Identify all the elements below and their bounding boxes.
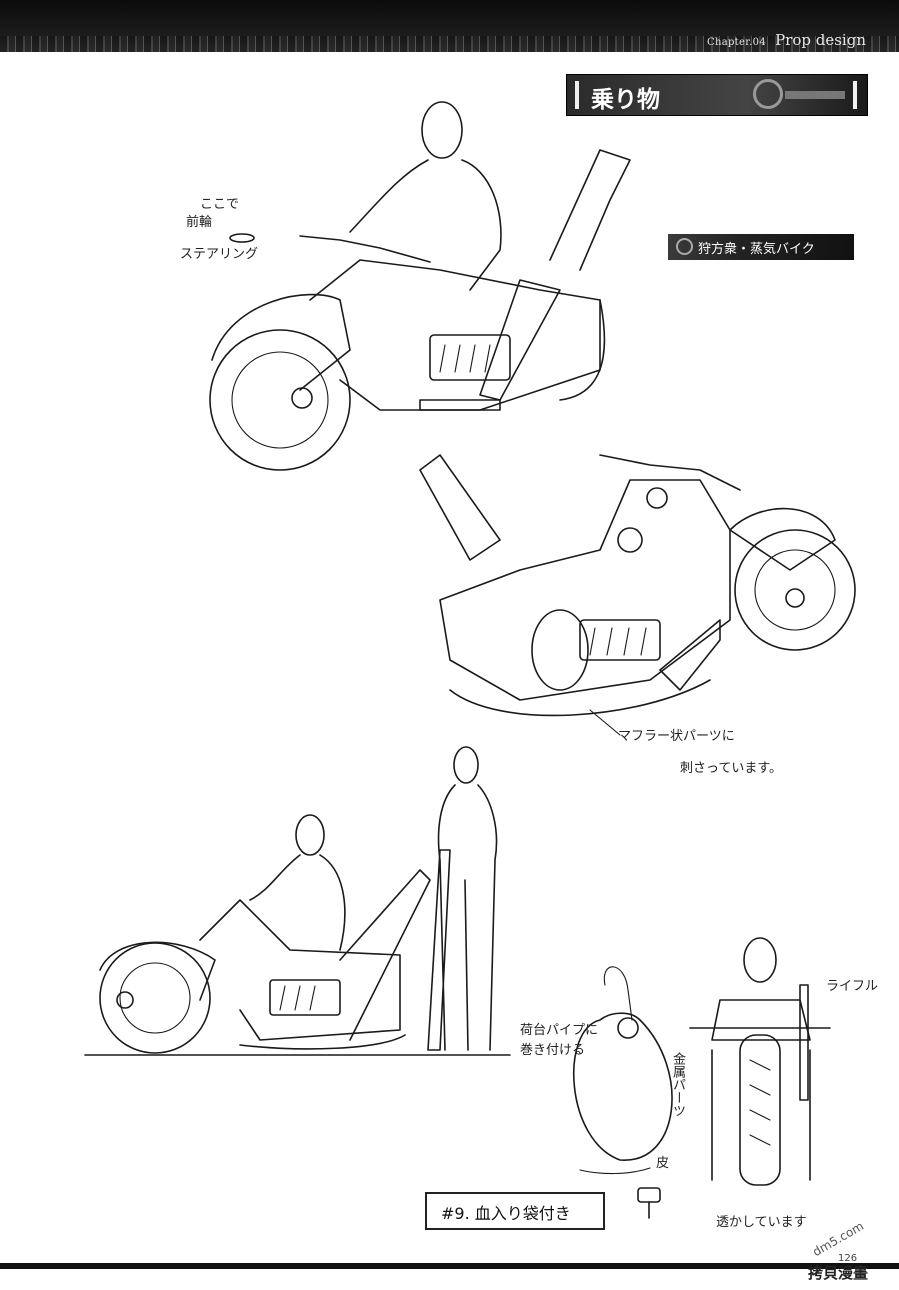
emblem-icon <box>676 238 693 255</box>
chapter-number: Chapter.04 <box>707 37 766 48</box>
rifle-side <box>339 869 431 1041</box>
front-wheel-inner-mid <box>754 549 836 631</box>
footer-rule <box>0 1263 899 1269</box>
vents-mid <box>589 627 647 656</box>
steering-ring-icon <box>229 233 255 243</box>
handlebar-mid <box>599 454 741 491</box>
note-front-wheel-3: ステアリング <box>180 247 259 262</box>
rider-head-side <box>295 814 325 856</box>
handlebar-top <box>299 235 431 263</box>
cap-detail <box>637 1187 661 1203</box>
gear-icon <box>753 79 783 109</box>
rifle-front <box>799 984 809 1101</box>
standing-figure-head <box>453 746 479 784</box>
muffler-pointer <box>589 709 621 736</box>
front-hub-top <box>291 387 313 409</box>
subsection-label-band: 狩方衆・蒸気バイク <box>668 234 854 260</box>
blood-bag-mid <box>531 609 589 691</box>
front-wheel-inner-side <box>119 962 191 1034</box>
front-wheel-mid <box>734 529 856 651</box>
front-wheel-inner-top <box>231 351 329 449</box>
footrest-mid <box>659 619 721 691</box>
fork-front <box>711 1049 811 1181</box>
front-hub-side <box>116 991 134 1009</box>
note-front-wheel-1: ここで <box>200 197 240 212</box>
note-leather: 皮 <box>656 1156 670 1171</box>
note-carrier-2: 巻き付ける <box>520 1043 586 1058</box>
bag-bottom <box>579 1167 651 1175</box>
side-panel-mid <box>579 619 661 661</box>
title-bar-left <box>575 81 579 109</box>
rider-head <box>421 101 463 159</box>
note-muffler-1: マフラー状パーツに <box>618 729 735 744</box>
note-front-wheel-2: 前輪 <box>186 215 213 230</box>
frame-side <box>199 899 401 1041</box>
note-muffler-2: 刺さっています。 <box>680 761 783 776</box>
rider-body-side <box>249 854 346 951</box>
bike-sketch-side <box>84 746 511 1056</box>
pipe-ornament <box>785 91 845 99</box>
chapter-title: Prop design <box>775 31 866 49</box>
bag-detail-sketch <box>573 966 673 1219</box>
header-band: Chapter.04 Prop design <box>0 0 899 52</box>
note-metal-parts: 金属パーツ <box>670 1052 685 1117</box>
gauge-icon <box>646 487 668 509</box>
front-wheel-top <box>209 329 351 471</box>
header-texture <box>0 36 899 52</box>
footrest-top <box>419 399 501 411</box>
chapter-heading: Chapter.04 Prop design <box>707 30 866 49</box>
vents-top <box>439 344 491 373</box>
front-fender-mid <box>729 507 836 571</box>
bike-sketch-middle <box>419 454 856 736</box>
scan-watermark: 拷貝漫畫 <box>808 1264 869 1282</box>
section-title-plate: 乗り物 <box>566 74 868 116</box>
front-fender-top <box>211 293 351 391</box>
rider-torso <box>349 159 502 291</box>
side-panel-top <box>429 334 511 381</box>
rifle-stock-top <box>479 279 561 401</box>
standing-rifle <box>427 849 451 1051</box>
bike-sketch-front <box>689 937 831 1186</box>
cap-icon <box>617 527 643 553</box>
frame-mid <box>439 479 731 701</box>
section-title: 乗り物 <box>591 87 660 113</box>
track-side <box>239 1034 406 1050</box>
side-panel-side <box>269 979 341 1016</box>
note-rifle: ライフル <box>826 979 879 994</box>
vents-side <box>279 985 316 1011</box>
rifle-mid <box>419 454 501 561</box>
rider-head-front <box>743 937 777 983</box>
bag-strap <box>603 966 633 1021</box>
bag-body <box>573 1012 673 1161</box>
note-carrier-1: 荷台パイプに <box>520 1023 599 1038</box>
track-mid <box>449 679 711 717</box>
front-tire-front <box>739 1034 781 1186</box>
metal-part-icon <box>617 1017 639 1039</box>
page-number: 126 <box>838 1253 858 1264</box>
subsection-label: 狩方衆・蒸気バイク <box>698 242 815 257</box>
rider-torso-front <box>711 999 811 1041</box>
tread-front <box>749 1059 771 1146</box>
title-bar-right <box>853 81 857 109</box>
rifle-top <box>549 149 631 271</box>
note-blood-bag: #9. 血入り袋付き <box>425 1192 605 1230</box>
front-hub-mid <box>785 588 805 608</box>
front-fender-side <box>99 941 216 1001</box>
track-top <box>559 299 606 401</box>
note-see-through: 透かしています <box>716 1215 807 1230</box>
bike-sketch-top <box>209 101 631 471</box>
